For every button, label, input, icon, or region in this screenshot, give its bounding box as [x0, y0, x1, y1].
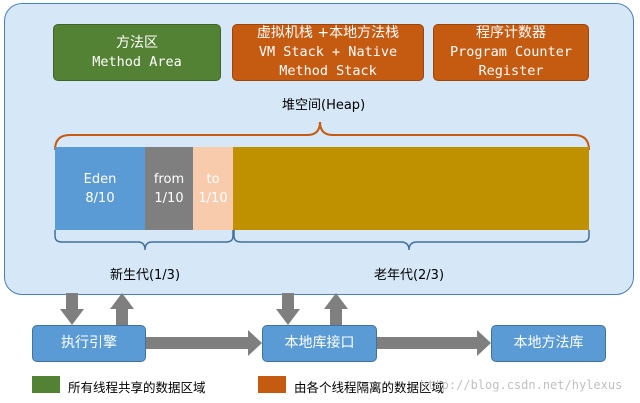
to-ratio: 1/10: [198, 190, 228, 206]
vm-stack-line3: Method Stack: [279, 63, 377, 79]
exec-engine-down-arrow: [60, 293, 84, 325]
old-gen-label: 老年代(2/3): [373, 268, 445, 283]
method-area-title: 方法区: [116, 34, 158, 51]
pc-register-line2: Program Counter: [450, 44, 572, 60]
old-gen-bracket: [233, 230, 590, 251]
native-lib-label: 本地方法库: [513, 335, 584, 351]
vm-stack-box: 虚拟机栈 +本地方法栈 VM Stack + Native Method Sta…: [232, 24, 424, 81]
legend-isolated-text: 由各个线程隔离的数据区域: [294, 380, 445, 395]
native-interface-up-arrow: [324, 293, 348, 325]
exec-to-interface-arrow: [146, 330, 262, 356]
pc-register-box: 程序计数器 Program Counter Register: [433, 24, 589, 81]
pc-register-title: 程序计数器: [476, 25, 546, 41]
to-space: to 1/10: [193, 147, 233, 230]
native-lib-box: 本地方法库: [491, 325, 606, 362]
exec-engine-box: 执行引擎: [32, 325, 146, 362]
native-interface-down-arrow: [276, 293, 300, 325]
to-label: to: [206, 171, 220, 187]
interface-to-lib-arrow: [377, 330, 491, 356]
native-interface-label: 本地库接口: [284, 335, 355, 351]
vm-stack-line2: VM Stack + Native: [258, 44, 398, 60]
legend-shared-text: 所有线程共享的数据区域: [68, 380, 206, 395]
young-gen-bracket: [54, 230, 234, 251]
legend-shared-swatch: [32, 376, 60, 393]
watermark: http://blog.csdn.net/hylexus: [420, 378, 623, 392]
from-label: from: [153, 171, 185, 187]
from-space: from 1/10: [145, 147, 193, 230]
method-area-subtitle: Method Area: [92, 53, 182, 70]
vm-stack-title: 虚拟机栈 +本地方法栈: [256, 25, 400, 41]
method-area-box: 方法区 Method Area: [53, 24, 221, 81]
from-ratio: 1/10: [154, 190, 184, 206]
legend-isolated-swatch: [258, 376, 286, 393]
heap-label: 堆空间(Heap): [282, 98, 366, 113]
pc-register-line3: Register: [478, 63, 544, 79]
eden-label: Eden: [83, 171, 117, 187]
young-gen-label: 新生代(1/3): [109, 268, 181, 283]
native-interface-box: 本地库接口: [262, 325, 377, 362]
heap-brace: [54, 121, 590, 151]
old-gen-space: [233, 147, 589, 230]
exec-engine-up-arrow: [110, 293, 134, 325]
eden-ratio: 8/10: [85, 190, 115, 206]
exec-engine-label: 执行引擎: [61, 335, 117, 351]
eden-space: Eden 8/10: [55, 147, 145, 230]
